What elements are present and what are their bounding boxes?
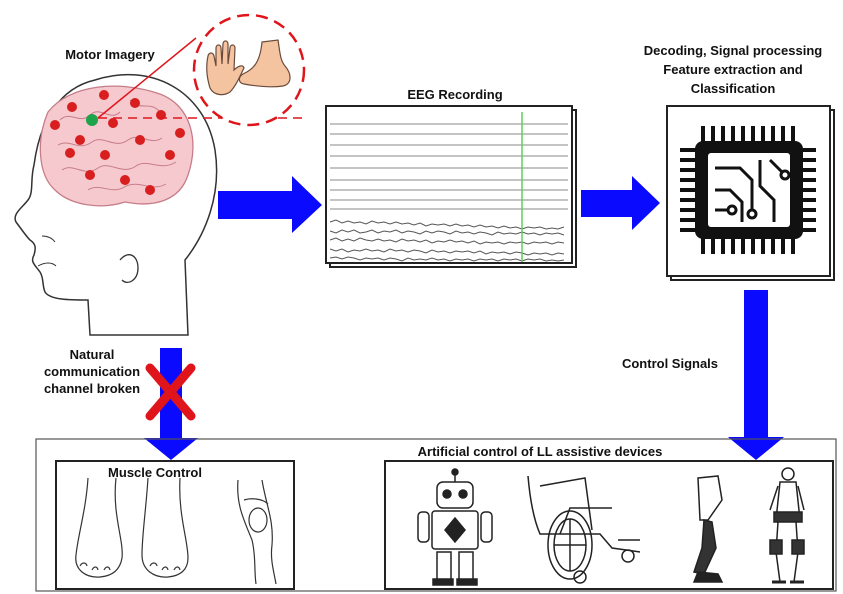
broken-channel-x-icon	[145, 363, 196, 421]
decoding-label-line1: Decoding, Signal processing	[643, 43, 823, 58]
decoding-label-line2: Feature extraction and	[663, 62, 803, 77]
robot-icon	[417, 468, 493, 586]
control-signals-label: Control Signals	[621, 356, 719, 371]
hand-icon	[206, 40, 245, 96]
eeg-recording-panel	[325, 105, 577, 268]
decoding-label-line3: Classification	[690, 81, 776, 96]
head-illustration	[14, 73, 218, 336]
motor-imagery-zoom	[97, 13, 306, 127]
chip-icon	[666, 105, 835, 281]
knee-icon	[237, 479, 277, 585]
motor-imagery-label: Motor Imagery	[65, 47, 155, 62]
exoskeleton-icon	[769, 467, 805, 584]
natural-channel-label-line1: Natural	[69, 347, 115, 362]
natural-channel-label-line2: communication	[43, 364, 141, 379]
eeg-recording-label: EEG Recording	[407, 87, 503, 102]
arrow-head-to-eeg	[218, 176, 322, 233]
arrow-head-to-muscle	[144, 348, 198, 460]
assistive-devices-panel	[384, 460, 834, 590]
feet-icon	[75, 477, 189, 578]
artificial-control-label: Artificial control of LL assistive devic…	[417, 444, 663, 459]
wheelchair-icon	[527, 475, 641, 584]
natural-channel-label-line3: channel broken	[43, 381, 141, 396]
foot-icon	[238, 39, 291, 88]
muscle-control-label: Muscle Control	[108, 465, 202, 480]
bottom-panel	[35, 438, 837, 592]
brain-icon	[39, 85, 194, 207]
active-electrode	[86, 114, 98, 126]
prosthetic-leg-icon	[692, 475, 724, 583]
muscle-control-panel	[55, 460, 295, 590]
arrow-chip-to-devices	[728, 290, 784, 460]
arrow-eeg-to-chip	[581, 176, 660, 230]
